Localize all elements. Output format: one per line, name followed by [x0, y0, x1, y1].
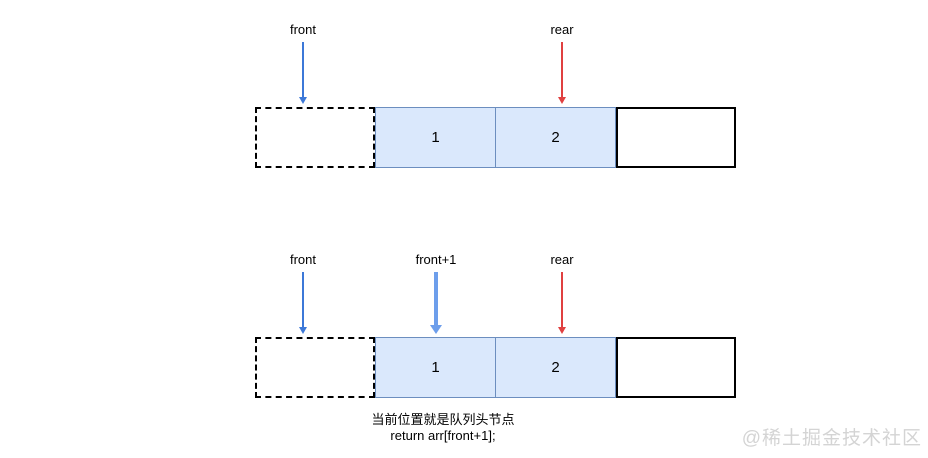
cell-empty-front [255, 107, 375, 168]
rear-pointer-bottom: rear [526, 252, 598, 334]
cell-empty-rear [616, 337, 736, 398]
cell-value-1: 1 [375, 337, 496, 398]
rear-label: rear [550, 22, 574, 37]
caption-line-1: 当前位置就是队列头节点 [371, 412, 515, 427]
front-plus1-pointer: front+1 [400, 252, 472, 334]
front-pointer-bottom: front [267, 252, 339, 334]
caption-line-2: return arr[front+1]; [390, 428, 496, 443]
down-arrow-icon [558, 272, 566, 334]
queue-array-bottom: 1 2 [255, 337, 736, 398]
down-arrow-icon [299, 272, 307, 334]
cell-value-1: 1 [375, 107, 496, 168]
down-arrow-icon [299, 42, 307, 104]
rear-pointer-top: rear [526, 22, 598, 104]
front-plus1-label: front+1 [415, 252, 457, 267]
queue-array-top: 1 2 [255, 107, 736, 168]
down-arrow-icon [430, 272, 442, 334]
cell-value-2: 2 [495, 337, 616, 398]
cell-empty-rear [616, 107, 736, 168]
front-label: front [289, 22, 316, 37]
watermark: @稀土掘金技术社区 [741, 428, 922, 449]
cell-empty-front [255, 337, 375, 398]
rear-label: rear [550, 252, 574, 267]
caption: 当前位置就是队列头节点 return arr[front+1]; [293, 412, 593, 444]
down-arrow-icon [558, 42, 566, 104]
cell-value-2: 2 [495, 107, 616, 168]
front-pointer-top: front [267, 22, 339, 104]
front-label: front [289, 252, 316, 267]
